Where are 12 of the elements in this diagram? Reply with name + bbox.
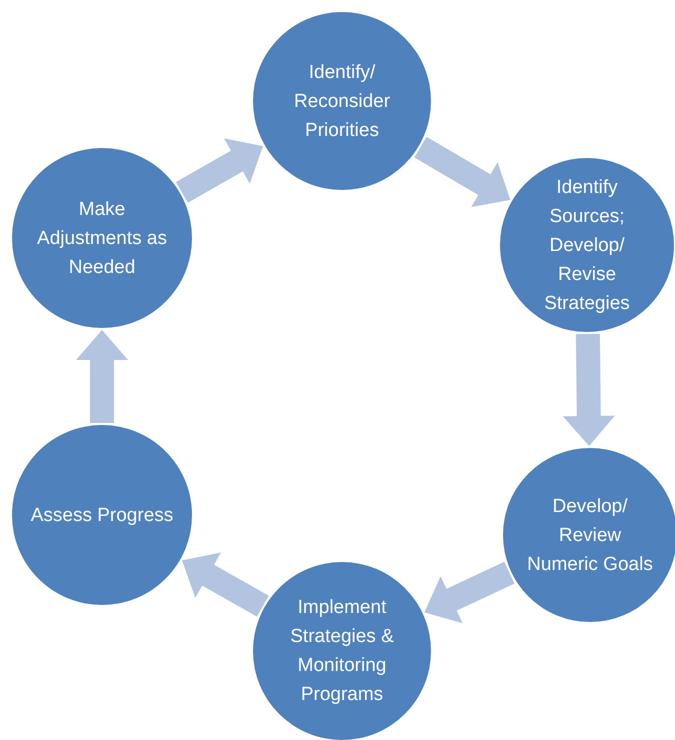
block-arrow	[424, 562, 514, 624]
block-arrow	[76, 330, 128, 423]
block-arrow	[182, 552, 269, 617]
step-label: Identify Sources; Develop/ Revise Strategies	[543, 176, 631, 316]
step-label: Make Adjustments as Needed	[36, 198, 168, 280]
step-label: Assess Progress	[30, 504, 174, 528]
step-label: Develop/ Review Numeric Goals	[526, 494, 654, 576]
block-arrow	[176, 138, 263, 203]
step-label: Implement Strategies & Monitoring Programs	[289, 596, 395, 707]
block-arrow	[414, 136, 510, 208]
step-label: Identify/ Reconsider Priorities	[292, 60, 392, 142]
block-arrow	[562, 334, 615, 446]
